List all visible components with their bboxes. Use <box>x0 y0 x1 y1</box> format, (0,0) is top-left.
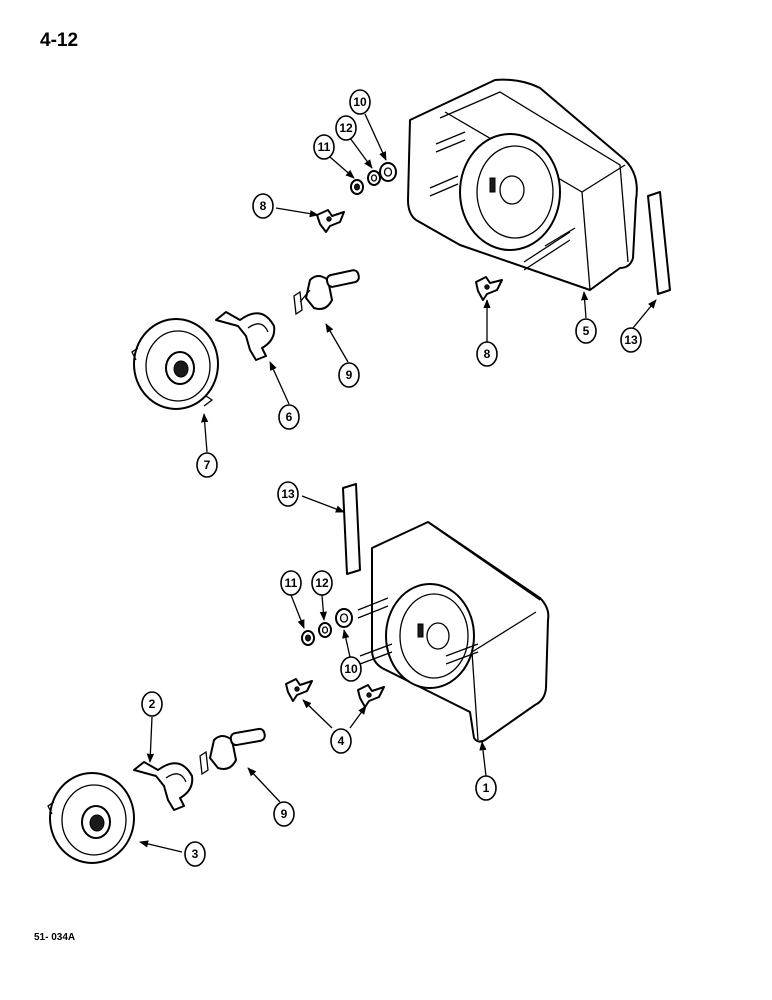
svg-text:4: 4 <box>338 734 345 748</box>
svg-text:11: 11 <box>285 576 298 590</box>
callout-upper-13: 13 <box>620 327 642 353</box>
svg-text:12: 12 <box>339 121 353 135</box>
svg-text:10: 10 <box>344 662 358 676</box>
callout-lower-12: 12 <box>311 570 333 596</box>
lens-lower <box>47 772 135 864</box>
svg-text:11: 11 <box>318 140 331 154</box>
callout-upper-8a: 8 <box>252 193 274 219</box>
lamp-housing-upper <box>407 78 638 291</box>
bulb-holder-lower <box>199 727 266 776</box>
callout-lower-10: 10 <box>340 656 362 682</box>
callout-upper-5: 5 <box>575 318 597 344</box>
wing-nut-lower-right <box>357 684 385 708</box>
wing-nut-lower-left <box>285 678 313 702</box>
wing-nut-upper-right <box>475 276 503 301</box>
lens-upper <box>131 318 219 410</box>
svg-text:13: 13 <box>624 333 638 347</box>
bulb-holder-upper <box>293 269 360 316</box>
svg-text:10: 10 <box>353 95 367 109</box>
svg-text:8: 8 <box>484 347 491 361</box>
lamp-housing-lower <box>357 521 550 743</box>
svg-text:8: 8 <box>260 199 267 213</box>
washer-nut-set-lower <box>301 608 353 646</box>
svg-text:1: 1 <box>483 781 490 795</box>
callout-lower-9: 9 <box>273 801 295 827</box>
figure-code: 51- 034A <box>34 932 76 943</box>
callout-upper-7: 7 <box>196 452 218 478</box>
callout-lower-4: 4 <box>330 728 352 754</box>
callout-lower-1: 1 <box>475 775 497 801</box>
svg-text:5: 5 <box>583 324 590 338</box>
callout-lower-13: 13 <box>277 481 299 507</box>
washer-nut-set-upper <box>350 162 397 195</box>
svg-text:2: 2 <box>149 697 156 711</box>
page-number: 4-12 <box>40 30 79 51</box>
svg-text:12: 12 <box>315 576 329 590</box>
leader-lines <box>139 113 657 853</box>
spring-clip-lower <box>133 761 194 811</box>
svg-text:9: 9 <box>346 368 353 382</box>
callout-upper-9: 9 <box>338 362 360 388</box>
wing-nut-upper-left <box>316 209 345 233</box>
svg-text:7: 7 <box>204 458 211 472</box>
callout-upper-11: 11 <box>313 134 335 160</box>
svg-text:9: 9 <box>281 807 288 821</box>
gasket-strip-lower <box>342 483 361 575</box>
svg-text:13: 13 <box>281 487 295 501</box>
callout-upper-8b: 8 <box>476 341 498 367</box>
callout-lower-2: 2 <box>141 691 163 717</box>
svg-text:6: 6 <box>286 410 293 424</box>
callout-upper-12: 12 <box>335 115 357 141</box>
callout-lower-11: 11 <box>280 570 302 596</box>
callout-upper-10: 10 <box>349 89 371 115</box>
callout-lower-3: 3 <box>184 841 206 867</box>
spring-clip-upper <box>215 311 276 361</box>
gasket-strip-upper <box>647 191 671 295</box>
callout-upper-6: 6 <box>278 404 300 430</box>
svg-text:3: 3 <box>192 847 199 861</box>
